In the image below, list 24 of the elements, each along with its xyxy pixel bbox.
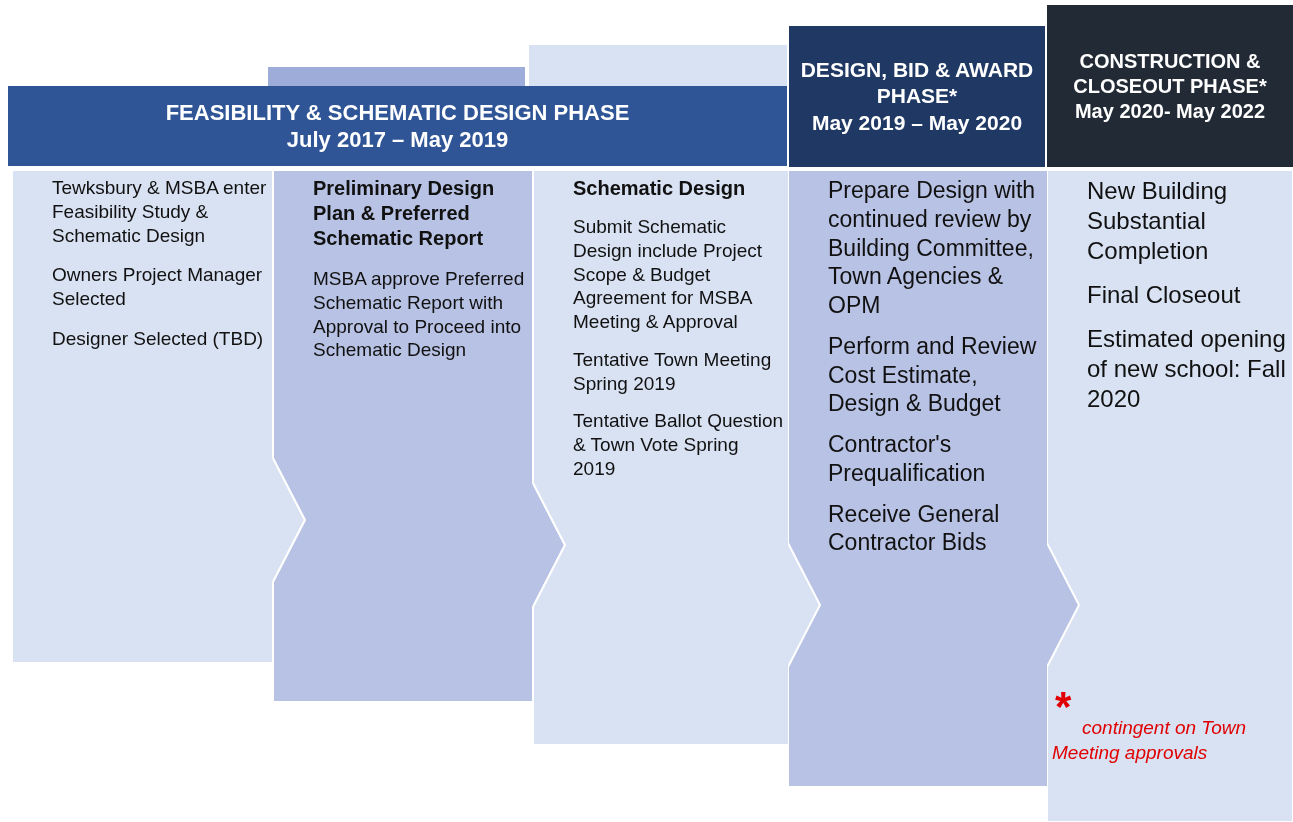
chevron-panel xyxy=(1047,170,1293,822)
phase-title: May 2019 – May 2020 xyxy=(810,109,1024,136)
phase-title: FEASIBILITY & SCHEMATIC DESIGN PHASE xyxy=(164,98,631,126)
phase-title: July 2017 – May 2019 xyxy=(285,126,510,154)
phase-title: CONSTRUCTION & CLOSEOUT PHASE* xyxy=(1072,48,1268,99)
step-text: New Building Substantial Completion xyxy=(1087,176,1229,266)
step-text: Tentative Ballot Question & Town Vote Spring 2019 xyxy=(573,409,785,481)
phase-title: May 2020- May 2022 xyxy=(1073,98,1267,124)
step-text: Perform and Review Cost Estimate, Design & Budget xyxy=(828,331,1038,418)
step-text: MSBA approve Preferred Schematic Report with Approval to Proceed into Schematic Design xyxy=(313,267,526,362)
step-text: Receive General Contractor Bids xyxy=(828,499,1001,557)
step-text: Prepare Design with continued review by Building Committee, Town Agencies & OPM xyxy=(828,176,1037,320)
step-text: Submit Schematic Design include Project Scope & Budget Agreement for MSBA Meeting & Approval xyxy=(573,215,764,334)
step-text: Contractor's Prequalification xyxy=(828,430,987,488)
step-text: Tentative Town Meeting Spring 2019 xyxy=(573,347,773,396)
phase-title: DESIGN, BID & AWARD PHASE* xyxy=(799,57,1035,110)
step-text: Final Closeout xyxy=(1087,280,1242,310)
phase-header xyxy=(1047,5,1293,167)
step-text: Estimated opening of new school: Fall 2020 xyxy=(1087,324,1287,414)
phase-header xyxy=(789,26,1045,167)
chevron-panel xyxy=(273,170,565,702)
step-heading: Schematic Design xyxy=(573,176,747,201)
step-heading: Preliminary Design Plan & Preferred Schematic Report xyxy=(313,176,496,251)
phase-header xyxy=(8,86,787,166)
